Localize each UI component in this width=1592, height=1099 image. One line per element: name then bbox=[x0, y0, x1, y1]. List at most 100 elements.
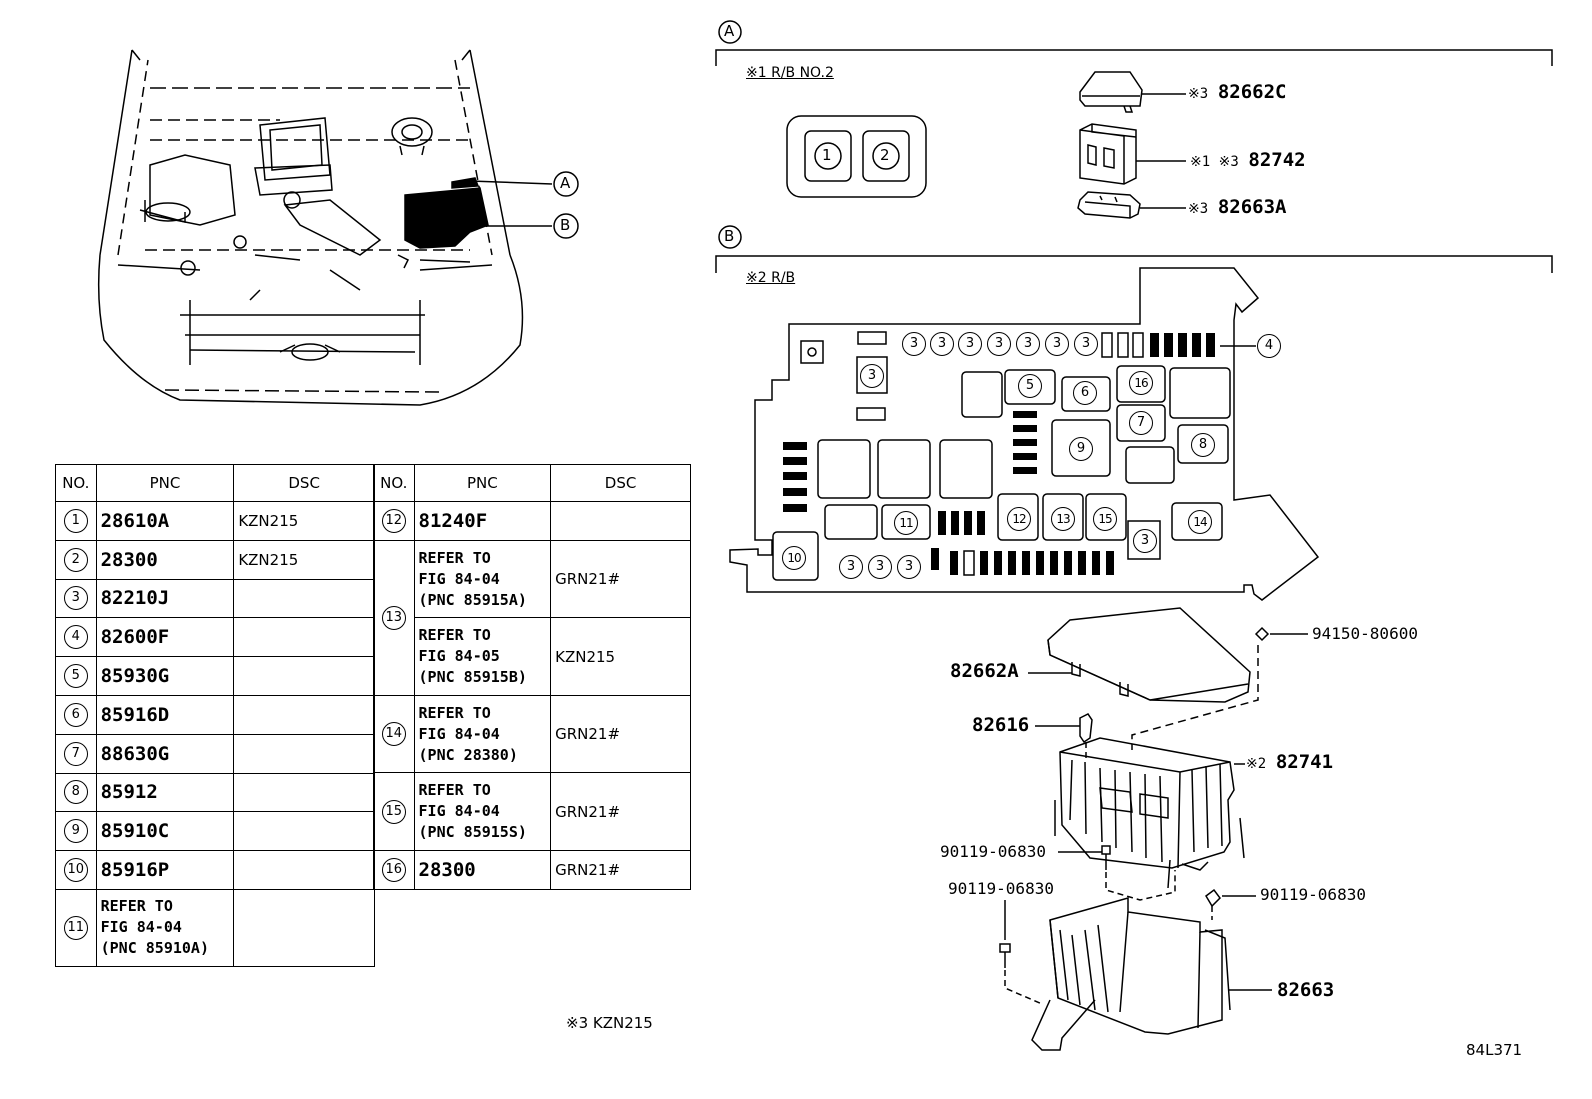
pnc-cell: 28300 bbox=[413, 849, 552, 890]
relay-block-position-number: 16 bbox=[1129, 371, 1153, 395]
part-94150-80600-label: 94150-80600 bbox=[1312, 624, 1418, 643]
dsc-cell: GRN21# bbox=[550, 772, 691, 851]
table-header-no: NO. bbox=[55, 464, 97, 502]
row-number: 2 bbox=[63, 547, 88, 572]
pnc-cell: 82600F bbox=[95, 617, 235, 658]
dsc-cell: KZN215 bbox=[233, 501, 375, 541]
relay-block-position-number: 13 bbox=[1051, 507, 1075, 531]
section-a-title: ※1 R/B NO.2 bbox=[746, 65, 834, 81]
section-a-marker-circle bbox=[718, 20, 742, 44]
table-header-no: NO. bbox=[373, 464, 415, 502]
pnc-cell: 85930G bbox=[95, 656, 235, 696]
section-b-title: ※2 R/B bbox=[746, 270, 796, 286]
block-82741-drawing bbox=[1059, 737, 1235, 869]
row-number-cell: 12 bbox=[373, 501, 415, 541]
relay-block-position-number: 3 bbox=[987, 332, 1011, 356]
row-number: 4 bbox=[63, 625, 88, 650]
relay-block-position-number: 9 bbox=[1069, 437, 1093, 461]
dsc-cell: KZN215 bbox=[550, 617, 691, 696]
row-number-cell: 1 bbox=[55, 501, 97, 541]
pnc-reference-line: REFER TO bbox=[418, 548, 491, 567]
blade-fuses bbox=[783, 333, 1215, 575]
table-header-dsc: DSC bbox=[233, 464, 375, 502]
dsc-cell bbox=[233, 888, 375, 967]
pnc-reference-line: FIG 84-04 bbox=[418, 802, 500, 821]
pnc-reference-line: FIG 84-04 bbox=[418, 569, 500, 588]
row-number: 1 bbox=[63, 508, 88, 533]
row-number-cell: 2 bbox=[55, 539, 97, 580]
row-number-cell: 11 bbox=[55, 888, 97, 967]
part-82663a-pnc: 82663A bbox=[1217, 196, 1287, 218]
engine-bay-drawing bbox=[97, 49, 524, 406]
dsc-cell bbox=[233, 772, 375, 813]
part-82662c-pnc: 82662C bbox=[1217, 81, 1287, 103]
pnc-cell: 82210J bbox=[95, 578, 235, 619]
row-number-cell: 16 bbox=[373, 849, 415, 890]
part-82663a-note: ※3 bbox=[1188, 201, 1209, 217]
pnc-cell: 28610A bbox=[95, 501, 235, 541]
relay-block-position-number: 3 bbox=[839, 555, 863, 579]
table-header-pnc: PNC bbox=[95, 464, 235, 502]
callout-b-label: B bbox=[560, 216, 571, 234]
pnc-reference-line: FIG 84-04 bbox=[418, 724, 500, 743]
pnc-cell: 81240F bbox=[413, 501, 552, 541]
relay-block-position-number: 12 bbox=[1007, 507, 1031, 531]
dsc-cell: GRN21# bbox=[550, 849, 691, 890]
row-number-cell: 13 bbox=[373, 539, 415, 696]
pnc-cell: 85916P bbox=[95, 850, 235, 890]
row-number: 10 bbox=[63, 858, 88, 883]
part-82741-note: ※2 bbox=[1246, 756, 1267, 772]
dsc-cell: KZN215 bbox=[233, 539, 375, 580]
row-number-cell: 7 bbox=[55, 733, 97, 774]
fuse-box-a bbox=[786, 115, 927, 198]
bracket-82663-drawing bbox=[1049, 897, 1223, 1035]
part-82662a-label: 82662A bbox=[950, 660, 1019, 682]
engine-bay-relay-block bbox=[404, 187, 489, 249]
row-number-cell: 4 bbox=[55, 617, 97, 658]
relay-block-position-number: 3 bbox=[860, 364, 884, 388]
relay-block-position-number: 5 bbox=[1018, 374, 1042, 398]
table-row: 5 85930G bbox=[55, 656, 375, 696]
part-82662c-label: ※3 82662C bbox=[1188, 83, 1286, 102]
pnc-cell: 85912 bbox=[95, 772, 235, 813]
dsc-cell bbox=[233, 850, 375, 890]
relay-block-position-number: 3 bbox=[958, 332, 982, 356]
bolt-3-label: 90119-06830 bbox=[1260, 885, 1366, 904]
dsc-cell bbox=[233, 656, 375, 696]
dsc-cell: GRN21# bbox=[550, 539, 691, 619]
relay-block-position-number: 3 bbox=[897, 555, 921, 579]
row-number: 3 bbox=[63, 586, 88, 611]
dsc-cell: GRN21# bbox=[550, 694, 691, 774]
callout-b-circle bbox=[553, 213, 579, 239]
dsc-cell bbox=[233, 617, 375, 658]
figure-code: 84L371 bbox=[1466, 1041, 1523, 1059]
relay-block-position-number: 8 bbox=[1191, 433, 1215, 457]
pnc-reference-line: (PNC 85915A) bbox=[418, 590, 527, 609]
part-82616-label: 82616 bbox=[972, 714, 1030, 736]
row-number: 5 bbox=[63, 664, 88, 689]
row-number: 14 bbox=[381, 722, 406, 747]
row-number: 11 bbox=[63, 915, 88, 940]
row-number: 12 bbox=[381, 508, 406, 533]
pnc-reference-line: REFER TO bbox=[418, 703, 491, 722]
table-row: 10 85916P bbox=[55, 850, 375, 890]
row-number-cell: 9 bbox=[55, 811, 97, 852]
relay-block-position-number: 11 bbox=[894, 511, 918, 535]
table-row: 12 81240F bbox=[373, 501, 691, 541]
row-number-cell: 14 bbox=[373, 694, 415, 774]
pnc-reference-line: (PNC 85915S) bbox=[418, 823, 527, 842]
part-82741-label: ※2 82741 bbox=[1246, 753, 1333, 772]
